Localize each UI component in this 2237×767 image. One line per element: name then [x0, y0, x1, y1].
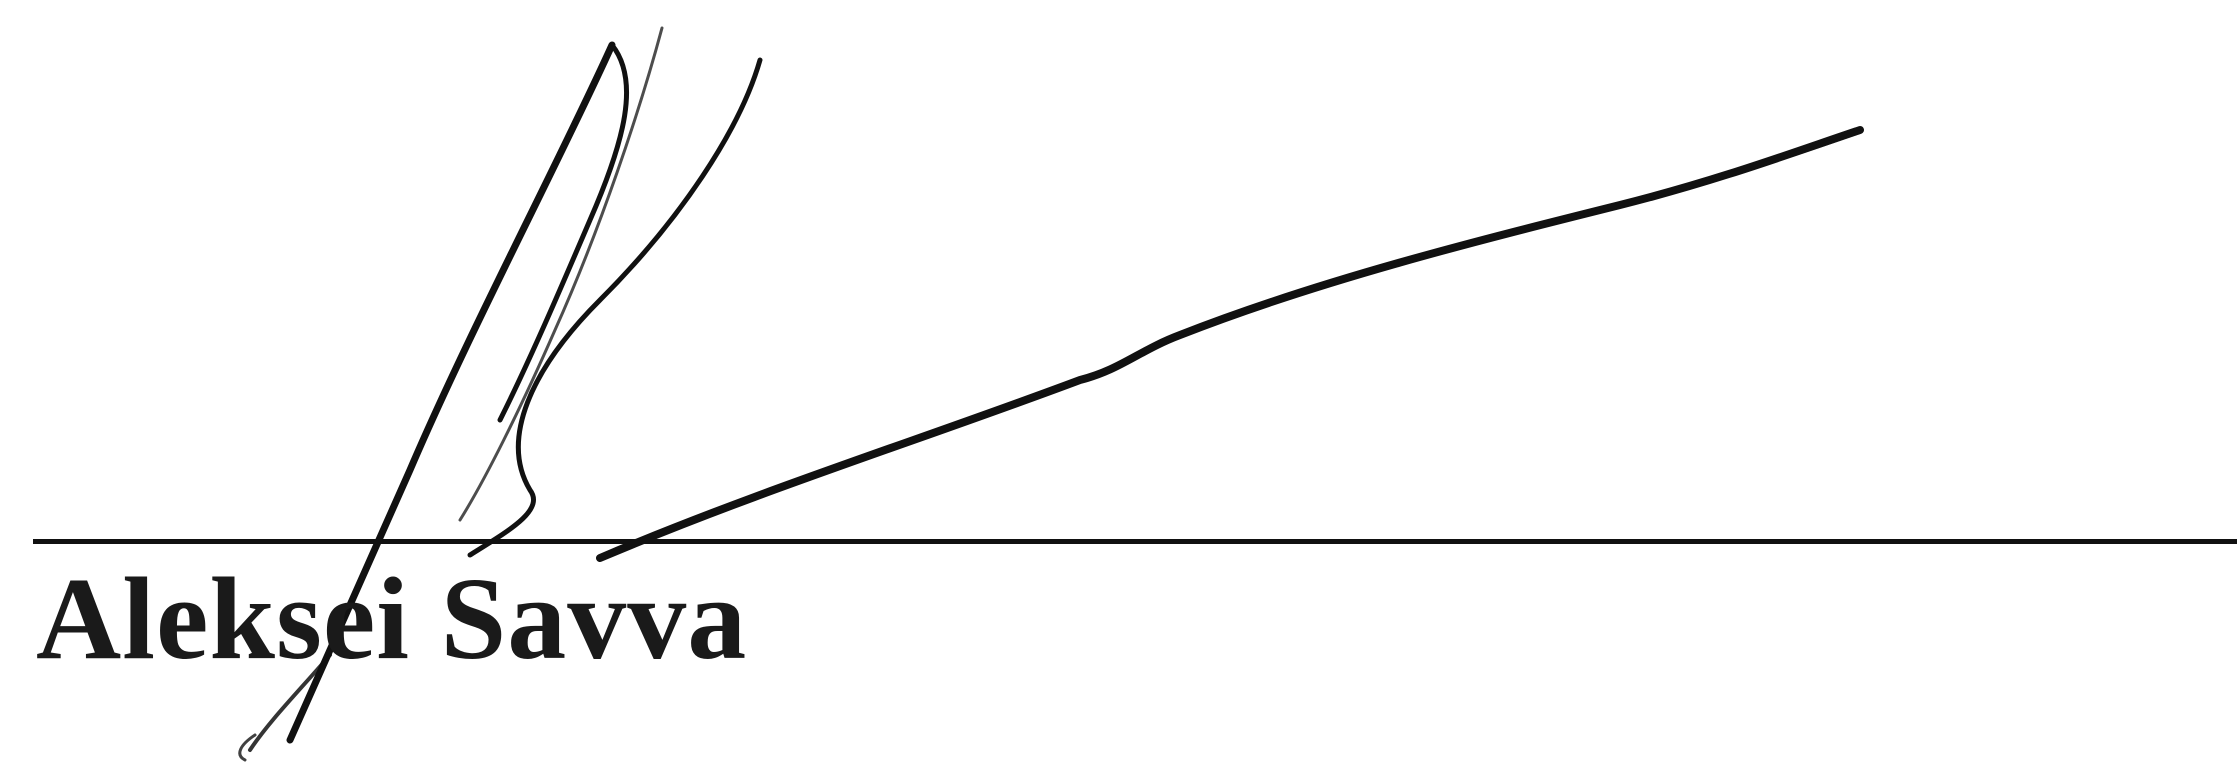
signature-line [33, 539, 2237, 544]
signer-name: Aleksei Savva [36, 553, 748, 684]
